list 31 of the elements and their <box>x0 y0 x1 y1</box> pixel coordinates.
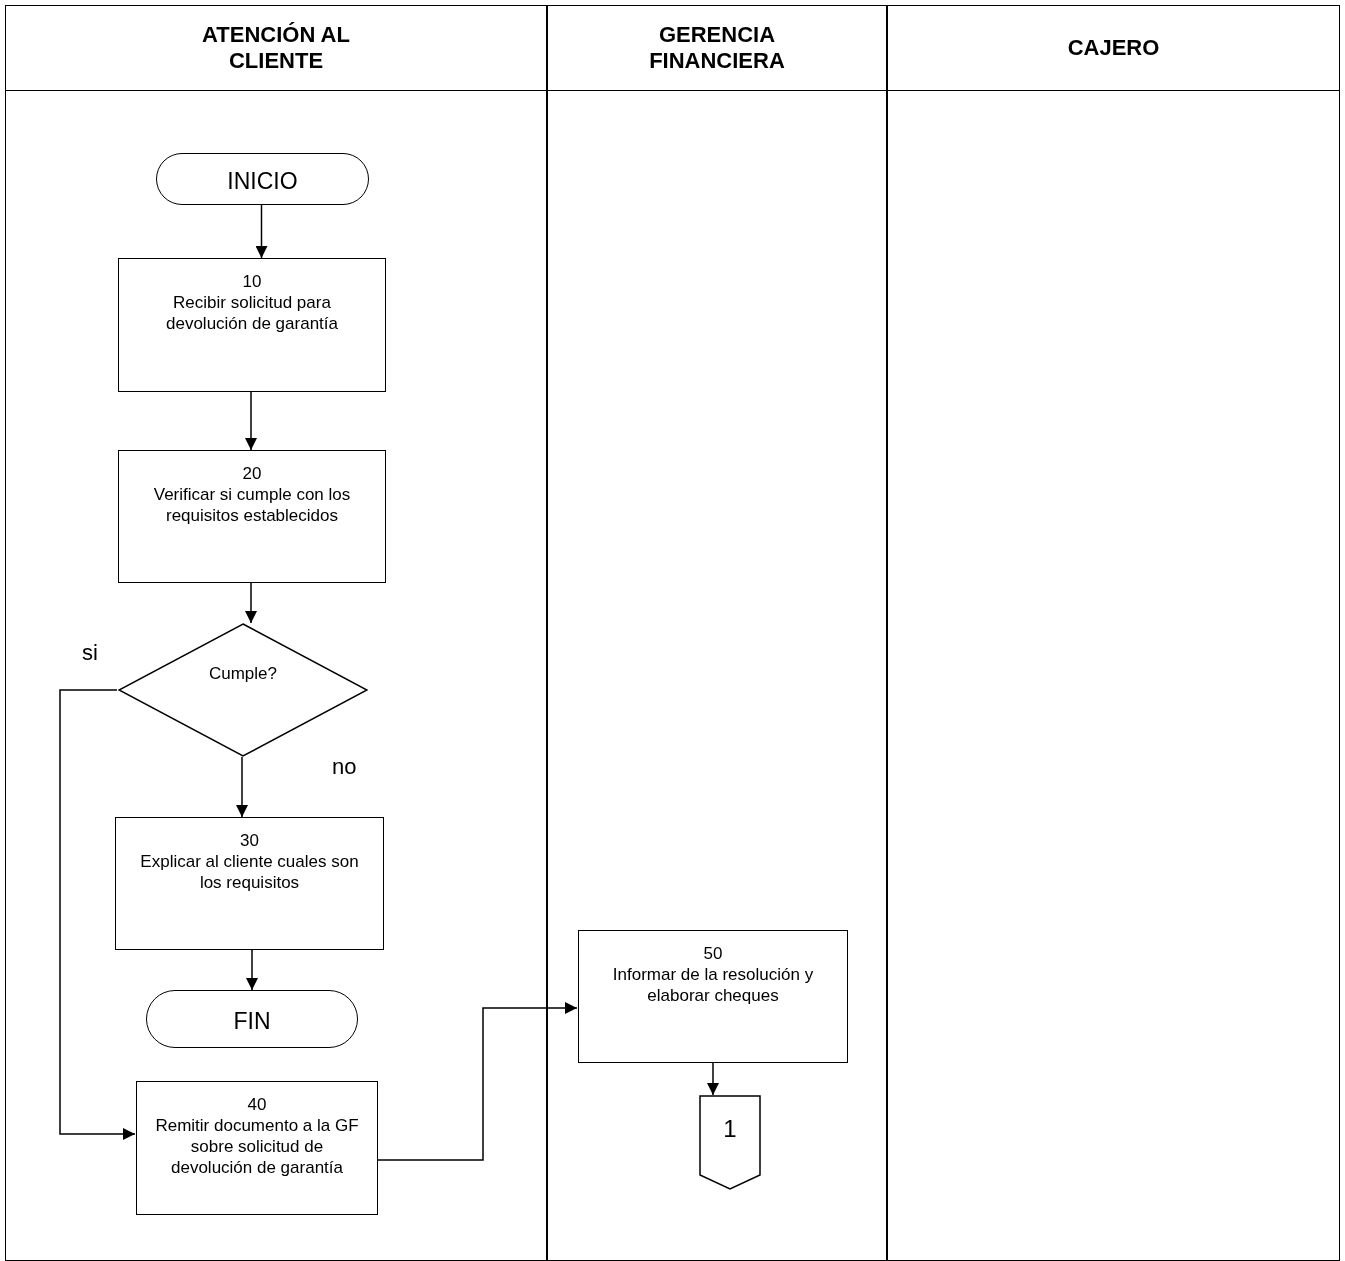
step-text: Informar de la resolución y elaborar cheques <box>611 964 815 1006</box>
arrow <box>707 1062 719 1096</box>
step-text: Remitir documento a la GF sobre solicitud de devolución de garantía <box>154 1115 360 1178</box>
node-label: 1 <box>723 1114 737 1144</box>
node-label: INICIO <box>227 169 298 193</box>
lane-title: CAJERO <box>1067 35 1160 61</box>
swimlane <box>887 5 1340 1261</box>
step-number: 30 <box>240 830 259 851</box>
arrow <box>255 204 268 259</box>
step-number: 50 <box>703 943 723 964</box>
node-label: FIN <box>233 1009 271 1033</box>
arrow <box>245 582 257 624</box>
arrow <box>245 391 257 451</box>
step-text: Explicar al cliente cuales son los requisitos <box>139 851 360 893</box>
off-page-connector <box>699 1095 761 1190</box>
arrow <box>376 1002 578 1161</box>
step-text: Verificar si cumple con los requisitos establecidos <box>152 484 352 526</box>
lane-title: ATENCIÓN AL CLIENTE <box>201 22 351 74</box>
arrow <box>59 689 136 1140</box>
arrow <box>246 949 258 991</box>
swimlane <box>5 5 547 1261</box>
step-text: Recibir solicitud para devolución de garantía <box>165 292 339 334</box>
step-number: 40 <box>247 1094 267 1115</box>
node-label: Cumple? <box>208 663 277 686</box>
decision-diamond <box>118 623 368 757</box>
lane-title: GERENCIA FINANCIERA <box>648 22 786 74</box>
swimlane <box>547 5 887 1261</box>
terminator-shape <box>156 153 369 205</box>
step-number: 10 <box>242 271 262 292</box>
step-number: 20 <box>242 463 262 484</box>
arrow <box>236 756 248 818</box>
